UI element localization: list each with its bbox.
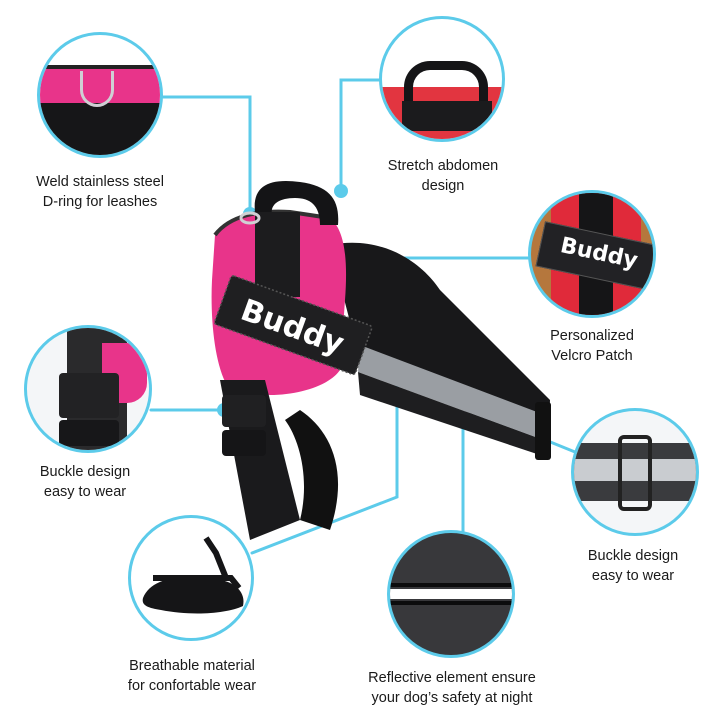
callout-reflective-image	[387, 530, 515, 658]
callout-handle-image	[379, 16, 505, 142]
callout-breathable-label: Breathable material for confortable wear	[127, 658, 257, 694]
callout-buckle-right-image	[571, 408, 699, 536]
callout-buckle-left-label: Buckle design easy to wear	[39, 464, 131, 500]
callout-reflective-label: Reflective element ensure your dog’s saf…	[368, 670, 536, 706]
handle-icon	[404, 61, 488, 131]
buckle-icon	[59, 373, 119, 418]
slide-buckle-icon	[618, 435, 652, 511]
callout-buckle-left-image	[24, 325, 152, 453]
padding-icon	[142, 536, 244, 614]
callout-buckle-right-label: Buckle design easy to wear	[587, 548, 679, 584]
callout-velcro-patch-image: Buddy	[528, 190, 656, 318]
callout-handle-label: Stretch abdomen design	[387, 158, 499, 194]
callout-d-ring-label: Weld stainless steel D-ring for leashes	[36, 174, 164, 210]
reflective-stripe-icon	[390, 589, 512, 599]
callout-d-ring-image	[37, 32, 163, 158]
callout-breathable-image	[128, 515, 254, 641]
d-ring-icon	[80, 71, 114, 107]
callout-velcro-patch-label: Personalized Velcro Patch	[550, 328, 634, 364]
